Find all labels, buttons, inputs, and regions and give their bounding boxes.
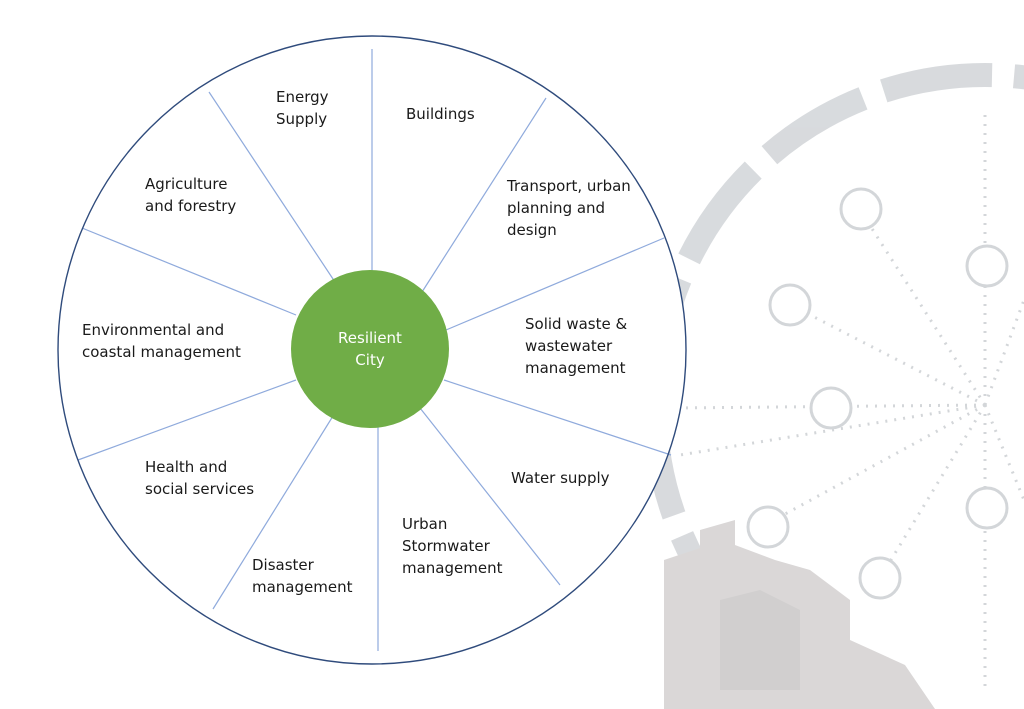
sector-label-buildings: Buildings xyxy=(406,105,475,123)
background-graphic xyxy=(643,63,1024,709)
factory-building xyxy=(720,590,800,690)
sector-label-environmental-coastal: Environmental and coastal management xyxy=(82,321,241,361)
wheel-spokes xyxy=(77,49,672,651)
sector-label-disaster-management: Disaster management xyxy=(252,556,353,596)
wheel-outer-ring xyxy=(57,35,687,665)
sector-label-water-supply: Water supply xyxy=(511,469,610,487)
sector-label-agriculture-forestry: Agriculture and forestry xyxy=(145,175,237,215)
sector-label-urban-stormwater: Urban Stormwater management xyxy=(402,515,503,577)
background-nodes xyxy=(746,187,1009,600)
sector-label-energy-supply: Energy Supply xyxy=(276,88,329,128)
center-label: Resilient City xyxy=(338,329,402,369)
background-dotted-spokes xyxy=(674,110,1024,690)
sector-label-solid-waste: Solid waste & wastewater management xyxy=(525,315,628,377)
sector-label-transport: Transport, urban planning and design xyxy=(507,177,631,239)
center-circle xyxy=(291,270,449,428)
background-dashed-ring xyxy=(643,63,1024,709)
sector-label-health-social: Health and social services xyxy=(145,458,255,498)
